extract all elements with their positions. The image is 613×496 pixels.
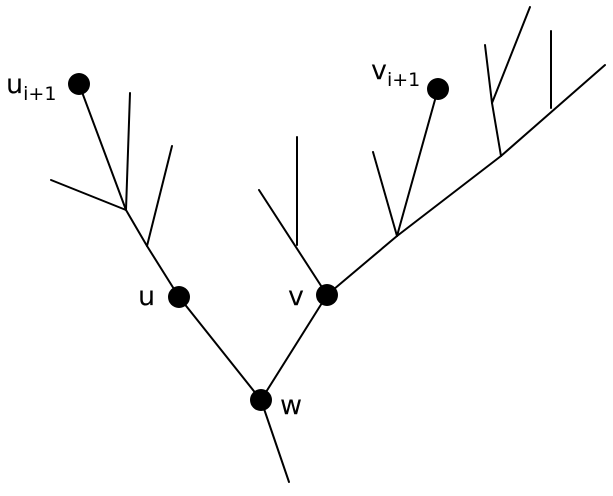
edge-spike-left-b <box>125 92 131 211</box>
edge-spike-spine-b3 <box>491 6 531 104</box>
label-v: v <box>288 281 304 312</box>
label-u-next-base: u <box>6 69 23 100</box>
label-u-next-sub: i+1 <box>23 83 56 105</box>
edge-v-spine-3 <box>500 64 606 157</box>
edge-w-v <box>260 294 328 401</box>
label-v-next-base: v <box>371 55 387 86</box>
edge-spike-spine-b1 <box>491 102 502 157</box>
edge-w-root <box>260 399 290 483</box>
edge-spine-to-vnext <box>396 88 439 237</box>
node-u <box>168 286 190 308</box>
edge-w-u <box>178 296 262 401</box>
label-w: w <box>280 390 302 421</box>
node-v-next <box>427 78 449 100</box>
node-u-next <box>68 73 90 95</box>
label-v-next-sub: i+1 <box>387 69 420 91</box>
label-u: u <box>138 281 155 312</box>
edge-spike-spine-a <box>372 151 398 237</box>
edge-v-spine-2 <box>396 155 502 237</box>
node-w <box>250 389 272 411</box>
edge-branch-left-2 <box>125 209 148 247</box>
label-u-next: ui+1 <box>6 69 56 105</box>
edge-spike-left-c <box>50 179 127 211</box>
edge-spike-spine-b2 <box>484 44 493 104</box>
edge-v-spike-upleft <box>258 189 328 296</box>
edge-spike-left-a <box>146 145 173 247</box>
edge-v-spine-1 <box>326 235 398 296</box>
node-v <box>316 284 338 306</box>
label-v-next: vi+1 <box>371 55 420 91</box>
edge-branch-left-3 <box>78 83 127 211</box>
